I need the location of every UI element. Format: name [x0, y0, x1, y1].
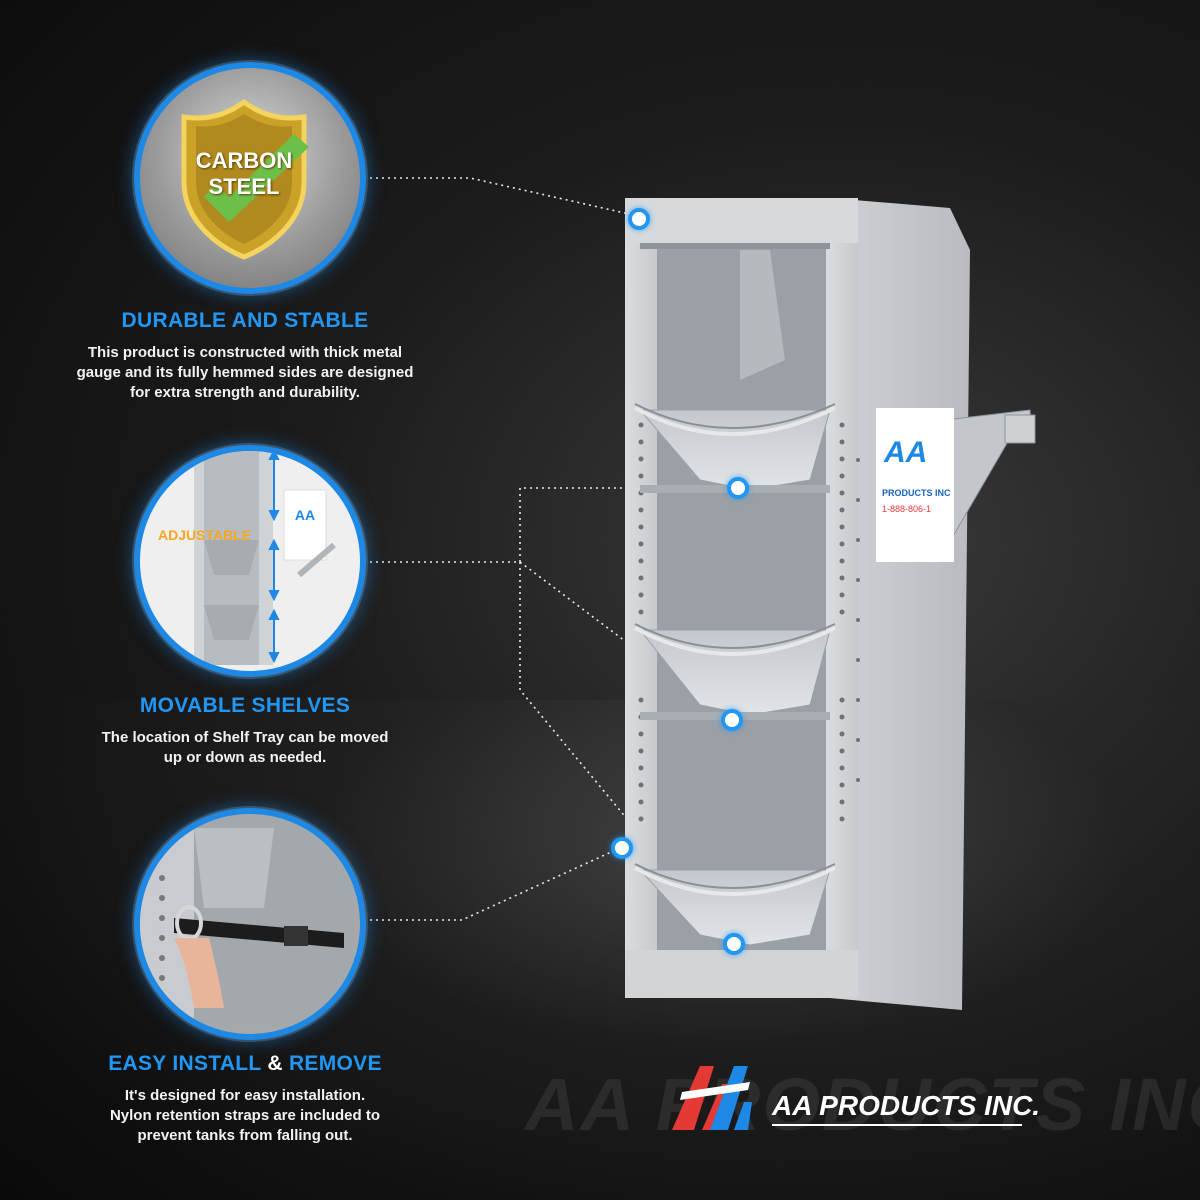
up-down-arrow-icon	[268, 451, 280, 664]
badge-line-2: STEEL	[208, 174, 280, 199]
feature-title-install: EASY INSTALL & REMOVE	[0, 1052, 490, 1076]
hotspot-shelf-1[interactable]	[727, 477, 749, 499]
desc-line: for extra strength and durability.	[130, 384, 360, 401]
hotspot-shelf-2[interactable]	[721, 709, 743, 731]
aa-logo-icon: AA	[884, 436, 928, 469]
shield-badge-icon	[181, 98, 309, 260]
aa-logo-icon	[672, 1066, 752, 1130]
strap-closeup-illustration	[140, 814, 354, 1028]
feature-desc-install: It's designed for easy installation. Nyl…	[0, 1086, 490, 1146]
feature-circle-movable: AA ADJUSTABLE	[134, 445, 366, 677]
adjustable-callout: ADJUSTABLE	[158, 527, 252, 543]
feature-title-movable: MOVABLE SHELVES	[139, 694, 351, 717]
brand-watermark: AA PRODUCTS INC.	[525, 1063, 1200, 1146]
desc-line: This product is constructed with thick m…	[87, 344, 403, 361]
desc-line: It's designed for easy installation.	[124, 1087, 366, 1104]
badge-line-1: CARBON	[195, 148, 293, 173]
title-part-install: EASY INSTALL	[108, 1052, 262, 1075]
feature-desc-movable: The location of Shelf Tray can be moved …	[0, 728, 490, 768]
checkmark-icon	[204, 134, 309, 222]
shelf-closeup-illustration: AA	[194, 451, 336, 665]
product-label-name: PRODUCTS INC	[882, 488, 951, 498]
desc-line: The location of Shelf Tray can be moved	[101, 729, 389, 746]
feature-desc-durable: This product is constructed with thick m…	[0, 343, 490, 403]
hotspot-strap[interactable]	[611, 837, 633, 859]
desc-line: up or down as needed.	[163, 749, 327, 766]
desc-line: gauge and its fully hemmed sides are des…	[76, 364, 414, 381]
product-label: AA PRODUCTS INC 1-888-806-1	[876, 408, 954, 562]
feature-circle-durable: CARBON STEEL	[134, 62, 366, 294]
feature-circle-install	[134, 808, 366, 1040]
brand-underline	[772, 1124, 1022, 1126]
svg-text:AA: AA	[295, 507, 315, 523]
title-ampersand: &	[267, 1052, 283, 1075]
title-part-remove: REMOVE	[288, 1052, 382, 1075]
feature-title-durable: DURABLE AND STABLE	[121, 309, 369, 332]
desc-line: Nylon retention straps are included to	[109, 1107, 381, 1124]
brand-name: AA PRODUCTS INC.	[772, 1090, 1041, 1121]
hotspot-shelf-3[interactable]	[723, 933, 745, 955]
product-label-phone: 1-888-806-1	[882, 504, 932, 514]
desc-line: prevent tanks from falling out.	[137, 1127, 353, 1144]
hotspot-top[interactable]	[628, 208, 650, 230]
brand-logo: AA PRODUCTS INC.	[672, 1062, 1040, 1132]
shelf-unit-illustration	[625, 198, 1036, 1010]
